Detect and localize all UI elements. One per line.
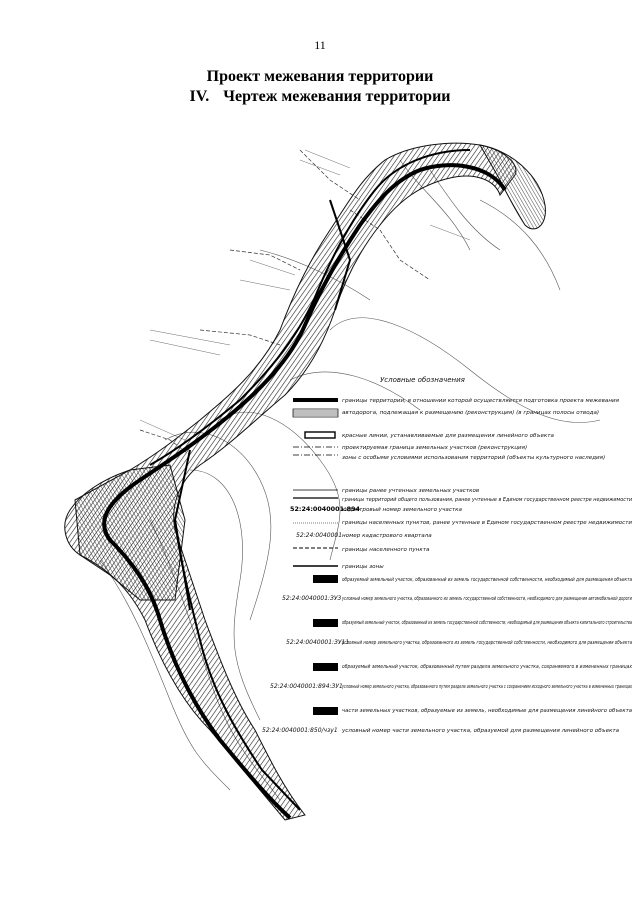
legend-symbols bbox=[292, 398, 339, 715]
legend-text: проектируемая граница земельных участков… bbox=[342, 445, 527, 451]
legend-code: 52:24:0040001:ЗУ3 bbox=[282, 595, 342, 602]
legend-text: условный номер части земельного участка,… bbox=[341, 728, 620, 734]
legend-title: Условные обозначения bbox=[380, 376, 465, 384]
legend: Условные обозначения 52:24:004000 bbox=[262, 376, 633, 734]
legend-text: границы населенного пункта bbox=[342, 547, 430, 553]
road-corridor bbox=[64, 142, 546, 821]
legend-text: образуемый земельный участок, образованн… bbox=[342, 577, 632, 583]
section-number: IV. bbox=[189, 88, 210, 105]
survey-rays bbox=[139, 149, 471, 441]
section-title-text: Чертеж межевания территории bbox=[223, 88, 451, 105]
legend-code: 52:24:0040001:850/чзу1 bbox=[262, 727, 338, 734]
legend-text: зоны с особыми условиями использования т… bbox=[342, 455, 605, 461]
legend-text: образуемый земельный участок, образованн… bbox=[342, 620, 632, 626]
legend-code: 52:24:0040001:894 bbox=[290, 505, 360, 513]
legend-text: границы ранее учтенных земельных участко… bbox=[342, 488, 479, 494]
legend-text: границы населенных пунктов, ранее учтенн… bbox=[342, 520, 632, 526]
legend-code: 52:24:0040001:894:ЗУ1 bbox=[270, 683, 343, 690]
legend-text: границы территорий общего пользования, р… bbox=[342, 497, 632, 503]
legend-code: 52:24:0040001 bbox=[296, 532, 342, 539]
section-title: IV. Чертеж межевания территории bbox=[0, 88, 640, 106]
legend-text: условный номер земельного участка, образ… bbox=[341, 640, 632, 646]
legend-code: 52:24:0040001:ЗУ11 bbox=[286, 639, 349, 646]
legend-text: автодорога, подлежащая к размещению (рек… bbox=[342, 410, 599, 416]
legend-text: номер кадастрового квартала bbox=[342, 533, 432, 539]
legend-text: границы территории, в отношении которой … bbox=[342, 398, 620, 404]
legend-text: красные линии, устанавливаемые для разме… bbox=[342, 433, 555, 439]
legend-text: образуемый земельный участок, образованн… bbox=[342, 664, 633, 670]
legend-text: части земельных участков, образуемые из … bbox=[342, 708, 633, 714]
road-axis bbox=[102, 163, 507, 820]
legend-text: условный номер земельного участка, образ… bbox=[341, 684, 632, 690]
legend-text: условный номер земельного участка, образ… bbox=[341, 596, 632, 602]
page-number: 11 bbox=[314, 38, 326, 52]
document-title: Проект межевания территории bbox=[206, 68, 434, 85]
road-edges bbox=[149, 149, 471, 811]
legend-text: кадастровый номер земельного участка bbox=[342, 507, 463, 513]
legend-text: границы зоны bbox=[342, 564, 384, 570]
